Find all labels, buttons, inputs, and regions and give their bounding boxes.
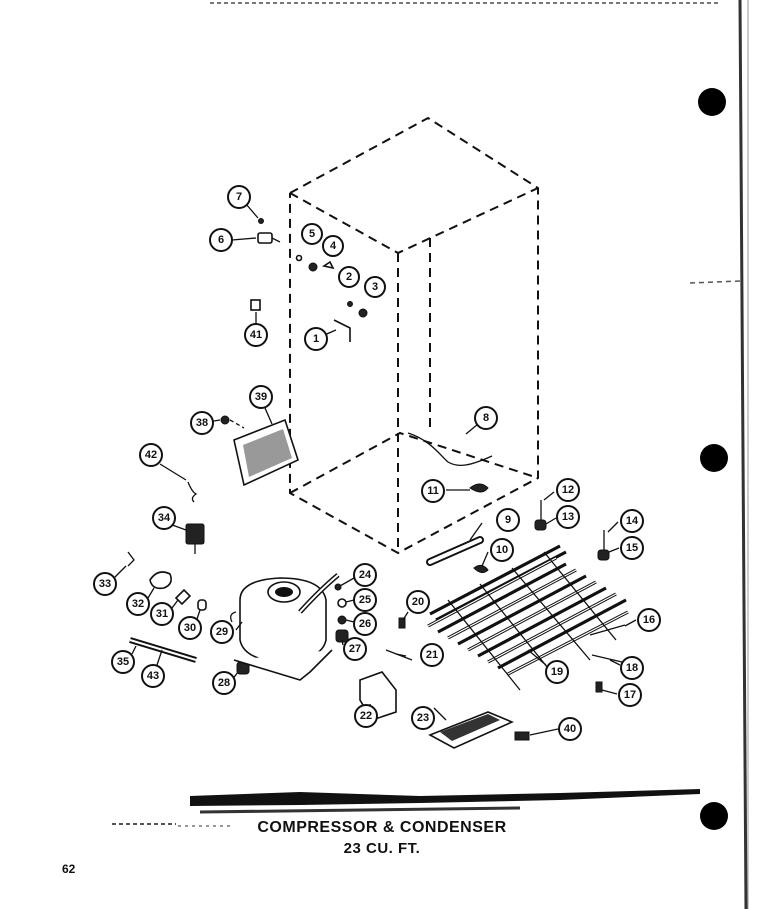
callout-label: 7 — [236, 191, 242, 203]
callout-label: 28 — [218, 677, 230, 689]
binder-holes — [698, 88, 728, 830]
callout-23: 23 — [411, 706, 435, 730]
callout-39: 39 — [249, 385, 273, 409]
callout-label: 14 — [626, 515, 639, 527]
callout-43: 43 — [141, 664, 165, 688]
callout-label: 41 — [250, 329, 262, 341]
callout-label: 4 — [330, 240, 337, 252]
callout-40: 41 — [244, 323, 268, 347]
callout-33: 33 — [93, 572, 117, 596]
callout-label: 10 — [496, 544, 508, 556]
callout-label: 2 — [346, 271, 352, 283]
callout-16: 16 — [637, 608, 661, 632]
callout-13: 13 — [556, 505, 580, 529]
callout-label: 20 — [412, 596, 424, 608]
scan-edge-artifacts — [210, 0, 749, 909]
callout-label: 29 — [216, 626, 228, 638]
callout-label: 25 — [359, 594, 371, 606]
callout-label: 17 — [624, 689, 636, 701]
callout-5: 5 — [301, 223, 323, 245]
callout-label: 35 — [117, 656, 129, 668]
callout-27: 27 — [343, 637, 367, 661]
binder-hole — [700, 444, 728, 472]
callout-label: 24 — [359, 569, 372, 581]
callout-24: 24 — [353, 563, 377, 587]
callout-29: 29 — [210, 620, 234, 644]
callout-32: 32 — [126, 592, 150, 616]
callout-41: 42 — [139, 443, 163, 467]
callout-label: 32 — [132, 598, 144, 610]
callout-label: 1 — [313, 333, 319, 345]
callout-11: 11 — [421, 479, 445, 503]
callout-label: 12 — [562, 484, 574, 496]
callout-label: 6 — [218, 234, 224, 246]
callout-label: 18 — [626, 662, 638, 674]
callout-17: 17 — [618, 683, 642, 707]
callout-20: 20 — [406, 590, 430, 614]
callout-30: 30 — [178, 616, 202, 640]
compressor-part — [230, 573, 340, 681]
callout-label: 39 — [255, 391, 267, 403]
callout-3: 3 — [364, 276, 386, 298]
callout-34: 34 — [152, 506, 176, 530]
callout-12: 12 — [556, 478, 580, 502]
page-number: 62 — [62, 862, 76, 876]
callout-22: 22 — [354, 704, 378, 728]
callout-14: 14 — [620, 509, 644, 533]
callout-label: 15 — [626, 542, 638, 554]
callout-38: 38 — [190, 411, 214, 435]
callout-label: 33 — [99, 578, 111, 590]
callout-label: 11 — [427, 485, 439, 497]
callout-9: 9 — [496, 508, 520, 532]
callout-18: 18 — [620, 656, 644, 680]
callout-21: 21 — [420, 643, 444, 667]
callout-label: 5 — [309, 228, 315, 240]
title-rule — [112, 789, 700, 827]
callout-19: 19 — [545, 660, 569, 684]
callout-7: 7 — [227, 185, 251, 209]
callout-31: 31 — [150, 602, 174, 626]
callout-label: 43 — [147, 670, 159, 682]
callout-26: 26 — [353, 612, 377, 636]
callout-label: 19 — [551, 666, 563, 678]
callout-8: 8 — [474, 406, 498, 430]
binder-hole — [698, 88, 726, 116]
callout-label: 38 — [196, 417, 208, 429]
callout-label: 27 — [349, 643, 361, 655]
diagram-title: COMPRESSOR & CONDENSER — [257, 819, 507, 836]
callout-label: 31 — [156, 608, 168, 620]
callout-label: 8 — [483, 412, 489, 424]
callout-6: 6 — [209, 228, 233, 252]
callout-2: 2 — [338, 266, 360, 288]
binder-hole — [700, 802, 728, 830]
callout-1: 1 — [304, 327, 328, 351]
callout-label: 26 — [359, 618, 371, 630]
callout-label: 34 — [158, 512, 171, 524]
callout-label: 3 — [372, 281, 378, 293]
callout-label: 30 — [184, 622, 196, 634]
callout-28: 28 — [212, 671, 236, 695]
callout-label: 9 — [505, 514, 511, 526]
callout-4: 4 — [322, 235, 344, 257]
back-panel-part — [407, 432, 493, 467]
callout-label: 40 — [564, 723, 576, 735]
diagram-subtitle: 23 CU. FT. — [343, 840, 421, 857]
callout-label: 22 — [360, 710, 372, 722]
callout-25: 25 — [353, 588, 377, 612]
callout-label: 21 — [426, 649, 438, 661]
callout-label: 42 — [145, 449, 157, 461]
callout-35: 35 — [111, 650, 135, 674]
condenser-coil-part — [427, 544, 629, 691]
callout-10: 10 — [490, 538, 514, 562]
callout-label: 13 — [562, 511, 574, 523]
cabinet-outline — [289, 116, 539, 555]
callout-15: 15 — [620, 536, 644, 560]
callout-label: 23 — [417, 712, 429, 724]
callout-label: 16 — [643, 614, 655, 626]
callout-42: 40 — [558, 717, 582, 741]
